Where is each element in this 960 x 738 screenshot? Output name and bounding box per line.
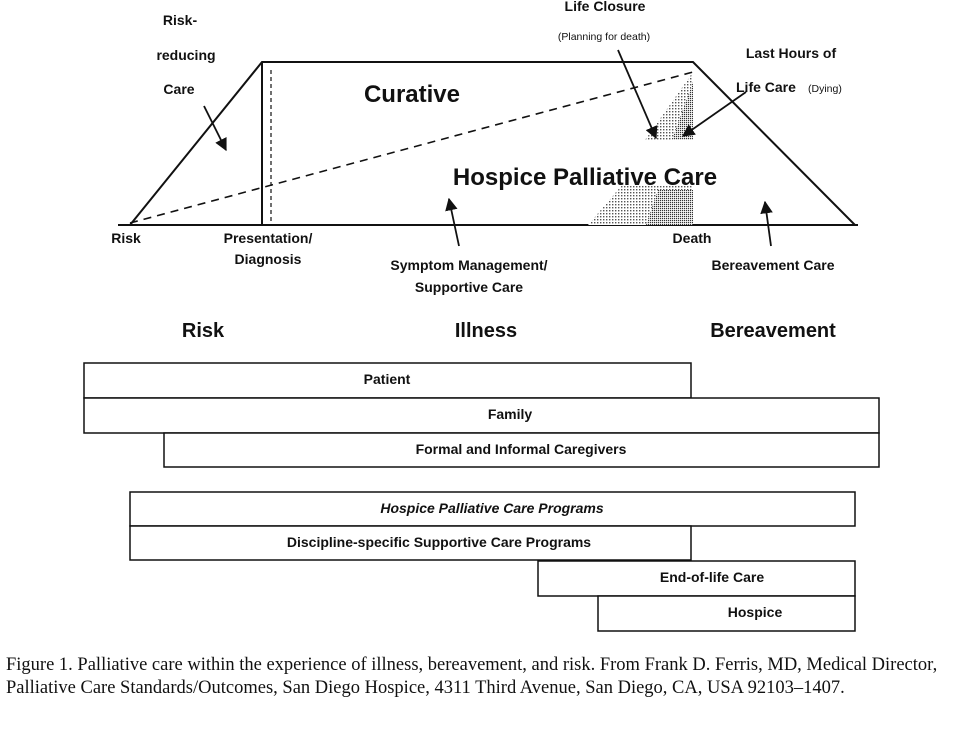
palliative-care-diagram: Risk- reducing Care Curative Hospice Pal… (83, 0, 880, 632)
last-hours-label-1: Last Hours of (746, 45, 837, 61)
life-closure-arrow (617, 49, 658, 140)
dying-label: (Dying) (808, 83, 842, 95)
phase-bereavement: Bereavement (710, 320, 836, 342)
phase-illness: Illness (455, 320, 517, 342)
family-bar: Family (83, 397, 880, 434)
death-label: Death (673, 230, 712, 246)
patient-label: Patient (364, 371, 411, 387)
risk-reducing-label-1: Risk- (163, 12, 198, 28)
caregivers-label: Formal and Informal Caregivers (416, 441, 627, 457)
patient-bar: Patient (83, 362, 692, 399)
bereavement-arrow (760, 200, 773, 247)
discipline-label: Discipline-specific Supportive Care Prog… (287, 534, 591, 550)
hospice-label: Hospice (728, 604, 783, 620)
hpc-programs-bar: Hospice Palliative Care Programs (129, 491, 856, 527)
risk-reducing-label-3: Care (163, 81, 194, 97)
caregivers-bar: Formal and Informal Caregivers (163, 432, 880, 468)
risk-point-label: Risk (111, 230, 141, 246)
risk-reducing-arrow (203, 105, 227, 152)
presentation-label-1: Presentation/ (224, 230, 313, 246)
figure-caption: Figure 1. Palliative care within the exp… (6, 655, 938, 698)
phase-risk: Risk (182, 320, 225, 342)
life-closure-label: Life Closure (565, 0, 646, 14)
end-of-life-label: End-of-life Care (660, 569, 764, 585)
last-hours-arrow (681, 91, 747, 137)
bereavement-care-label: Bereavement Care (712, 257, 835, 273)
death-shading-dense (646, 190, 693, 225)
curative-label: Curative (364, 81, 460, 108)
hospice-palliative-care-label: Hospice Palliative Care (453, 164, 717, 191)
presentation-label-2: Diagnosis (235, 251, 302, 267)
symptom-arrow (445, 197, 460, 247)
symptom-label-2: Supportive Care (415, 279, 523, 295)
risk-reducing-label-2: reducing (156, 47, 215, 63)
planning-for-death-label: (Planning for death) (558, 31, 650, 43)
symptom-label-1: Symptom Management/ (390, 257, 547, 273)
hpc-programs-label: Hospice Palliative Care Programs (380, 500, 604, 516)
discipline-bar: Discipline-specific Supportive Care Prog… (129, 525, 692, 561)
family-label: Family (488, 406, 533, 422)
hospice-bar: Hospice (597, 595, 856, 632)
end-of-life-bar: End-of-life Care (537, 560, 856, 597)
last-hours-label-2: Life Care (736, 79, 796, 95)
